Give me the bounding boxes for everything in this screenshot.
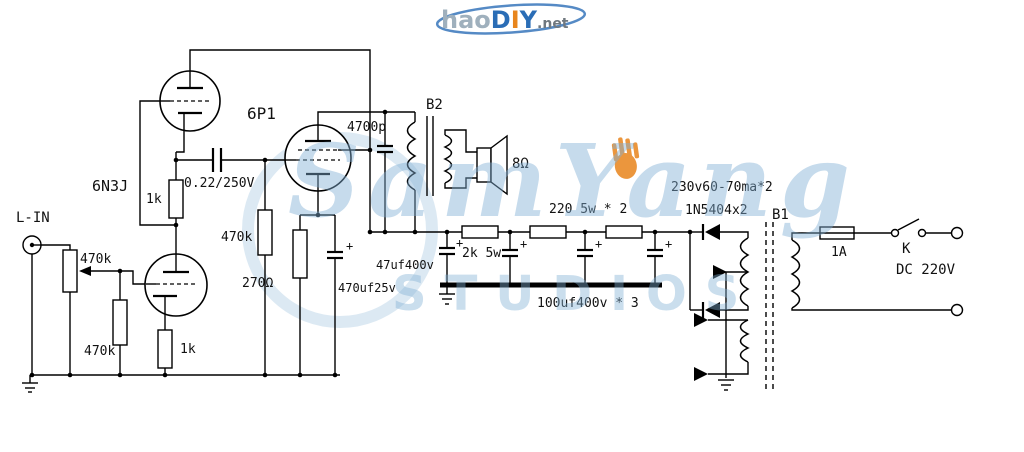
heater-arrow-bottom: [694, 367, 708, 381]
resistor-1k-srpp: [168, 179, 184, 219]
label-dropper-resistor: 2k 5w: [462, 246, 501, 261]
resistor-220-first: [529, 225, 567, 239]
tube-6p1: [284, 124, 352, 192]
heater-arrow-top: [694, 313, 708, 327]
label-b2: B2: [426, 97, 443, 113]
output-transformer-b2: [406, 112, 477, 232]
resistor-1k-cathode: [157, 329, 173, 369]
hand-icon: [611, 137, 640, 179]
label-coupling-cap: 0.22/250V: [184, 176, 255, 191]
diode-1n5404-1: [701, 224, 720, 240]
capacitor-100uf-2: [577, 248, 593, 258]
label-grid-resistor: 470k: [84, 344, 115, 359]
label-input: L-IN: [16, 210, 50, 226]
resistor-220-second: [605, 225, 643, 239]
tube-6n3j-upper: [159, 70, 221, 132]
label-speaker: 8Ω: [512, 156, 529, 172]
labels: L-IN 470k 470k 6N3J 1k 1k 0.22/250V 470k…: [16, 97, 956, 359]
label-filter-caps: 100uf400v * 3: [537, 296, 639, 311]
label-bypass-cap: 470uf25v: [338, 281, 396, 295]
label-tube1: 6N3J: [92, 177, 128, 195]
label-filter-resistors: 220 5w * 2: [549, 202, 627, 217]
plus-100uf-3: +: [665, 237, 672, 251]
label-feedback-cap: 4700p: [347, 120, 386, 135]
potentiometer-volume: [62, 249, 91, 293]
plus-100uf-1: +: [520, 237, 527, 251]
label-driver-cap: 47uf400v: [376, 258, 434, 272]
switch-k-icon: [890, 218, 927, 238]
capacitor-bypass-470uf: [327, 250, 343, 260]
plus-47uf: +: [456, 236, 463, 250]
capacitor-100uf-3: [647, 248, 663, 258]
junction-dots: [29, 109, 693, 378]
label-mains: DC 220V: [896, 262, 956, 278]
resistor-2k-dropper: [461, 225, 499, 239]
tube-6n3j-lower: [144, 253, 208, 317]
power-transformer-b1: [694, 222, 801, 390]
label-srpp-resistor: 1k: [146, 192, 162, 207]
label-cathode-resistor: 1k: [180, 342, 196, 357]
mains-terminal-top: [950, 226, 964, 240]
ground-bus: [439, 282, 662, 305]
resistor-270ohm: [292, 229, 308, 279]
label-tube2: 6P1: [247, 104, 276, 123]
diode-1n5404-2: [701, 302, 720, 318]
ground-symbol-input: [22, 375, 38, 393]
label-hv-winding: 230v60-70ma*2: [671, 180, 773, 195]
label-switch: K: [902, 241, 911, 257]
resistor-470k-grid: [112, 299, 128, 346]
ground-symbol-transformer: [718, 379, 734, 391]
speaker-icon: [476, 134, 508, 196]
label-fuse: 1A: [831, 245, 847, 260]
resistor-470k-gridleak: [257, 209, 273, 256]
capacitor-4700p: [377, 144, 393, 154]
label-diodes: 1N5404x2: [685, 203, 748, 218]
polarity-marks: + + + + +: [346, 236, 672, 253]
fuse-icon: [819, 226, 855, 240]
capacitor-coupling: [211, 148, 223, 172]
capacitor-47uf: [439, 246, 455, 256]
mains-terminal-bottom: [950, 303, 964, 317]
capacitor-100uf-1: [502, 248, 518, 258]
label-gridleak-resistor: 470k: [221, 230, 252, 245]
label-bias-resistor: 270Ω: [242, 276, 273, 291]
label-b1: B1: [772, 207, 789, 223]
plus-470uf: +: [346, 239, 353, 253]
label-pot: 470k: [80, 252, 111, 267]
input-jack-icon: [22, 235, 42, 255]
center-tap-arrow: [713, 265, 727, 279]
plus-100uf-2: +: [595, 237, 602, 251]
